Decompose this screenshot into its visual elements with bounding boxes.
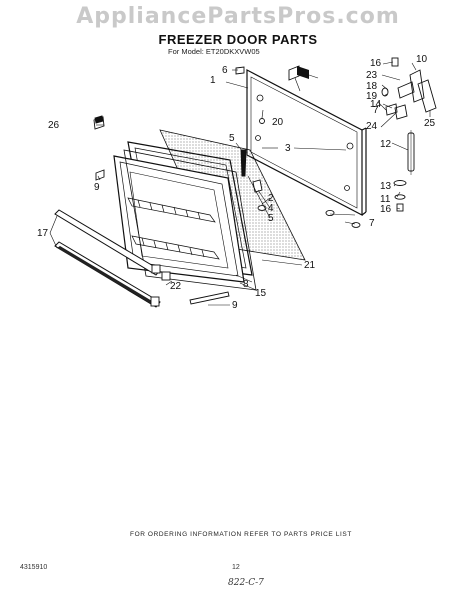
page-title: FREEZER DOOR PARTS xyxy=(158,32,318,47)
callout-23: 23 xyxy=(366,70,378,81)
callout-9-left: 9 xyxy=(94,182,100,193)
callout-11: 11 xyxy=(380,194,391,205)
fasteners xyxy=(93,66,361,307)
callout-13: 13 xyxy=(380,181,392,192)
page-number: 12 xyxy=(232,564,240,571)
callout-17: 17 xyxy=(37,228,49,239)
callout-22: 22 xyxy=(170,281,182,292)
callout-26: 26 xyxy=(48,120,60,131)
callout-16-lower: 16 xyxy=(380,204,392,215)
callout-1: 1 xyxy=(210,75,216,86)
callout-21: 21 xyxy=(304,260,316,271)
callout-12: 12 xyxy=(380,139,392,150)
callout-10: 10 xyxy=(416,54,428,65)
watermark: AppliancePartsPros.com xyxy=(76,4,400,29)
callout-9-bottom: 9 xyxy=(232,300,238,311)
door-shelves xyxy=(127,197,220,260)
handwritten-note: 822-C-7 xyxy=(228,578,264,588)
callout-7-lower: 7 xyxy=(369,218,375,229)
callout-19: 19 xyxy=(366,91,378,102)
ordering-note: FOR ORDERING INFORMATION REFER TO PARTS … xyxy=(130,531,352,538)
callout-6: 6 xyxy=(222,65,228,76)
model-line: For Model: ET20DKXVW05 xyxy=(168,47,260,56)
callout-2: 2 xyxy=(268,193,274,204)
callout-7-upper: 7 xyxy=(373,105,379,116)
leader-lines xyxy=(49,61,431,306)
document-number: 4315910 xyxy=(20,564,48,571)
callout-18: 18 xyxy=(366,81,378,92)
callout-5-lower: 5 xyxy=(268,213,274,224)
door-liner xyxy=(113,141,253,283)
callout-25: 25 xyxy=(424,118,436,129)
callout-15: 15 xyxy=(255,288,267,299)
callout-20: 20 xyxy=(272,117,284,128)
callout-16-upper: 16 xyxy=(370,58,382,69)
callout-3: 3 xyxy=(285,143,291,154)
callout-8: 8 xyxy=(243,279,249,290)
callout-14: 14 xyxy=(370,99,382,110)
callout-5-upper: 5 xyxy=(229,133,235,144)
door-rails xyxy=(54,209,161,308)
callout-labels: 1 2 3 4 5 5 6 7 7 8 9 9 10 11 12 13 14 1… xyxy=(37,54,436,311)
outer-door-panel xyxy=(246,69,367,216)
callout-24: 24 xyxy=(366,121,378,132)
hinge-hardware xyxy=(288,57,437,212)
callout-4: 4 xyxy=(268,203,274,214)
